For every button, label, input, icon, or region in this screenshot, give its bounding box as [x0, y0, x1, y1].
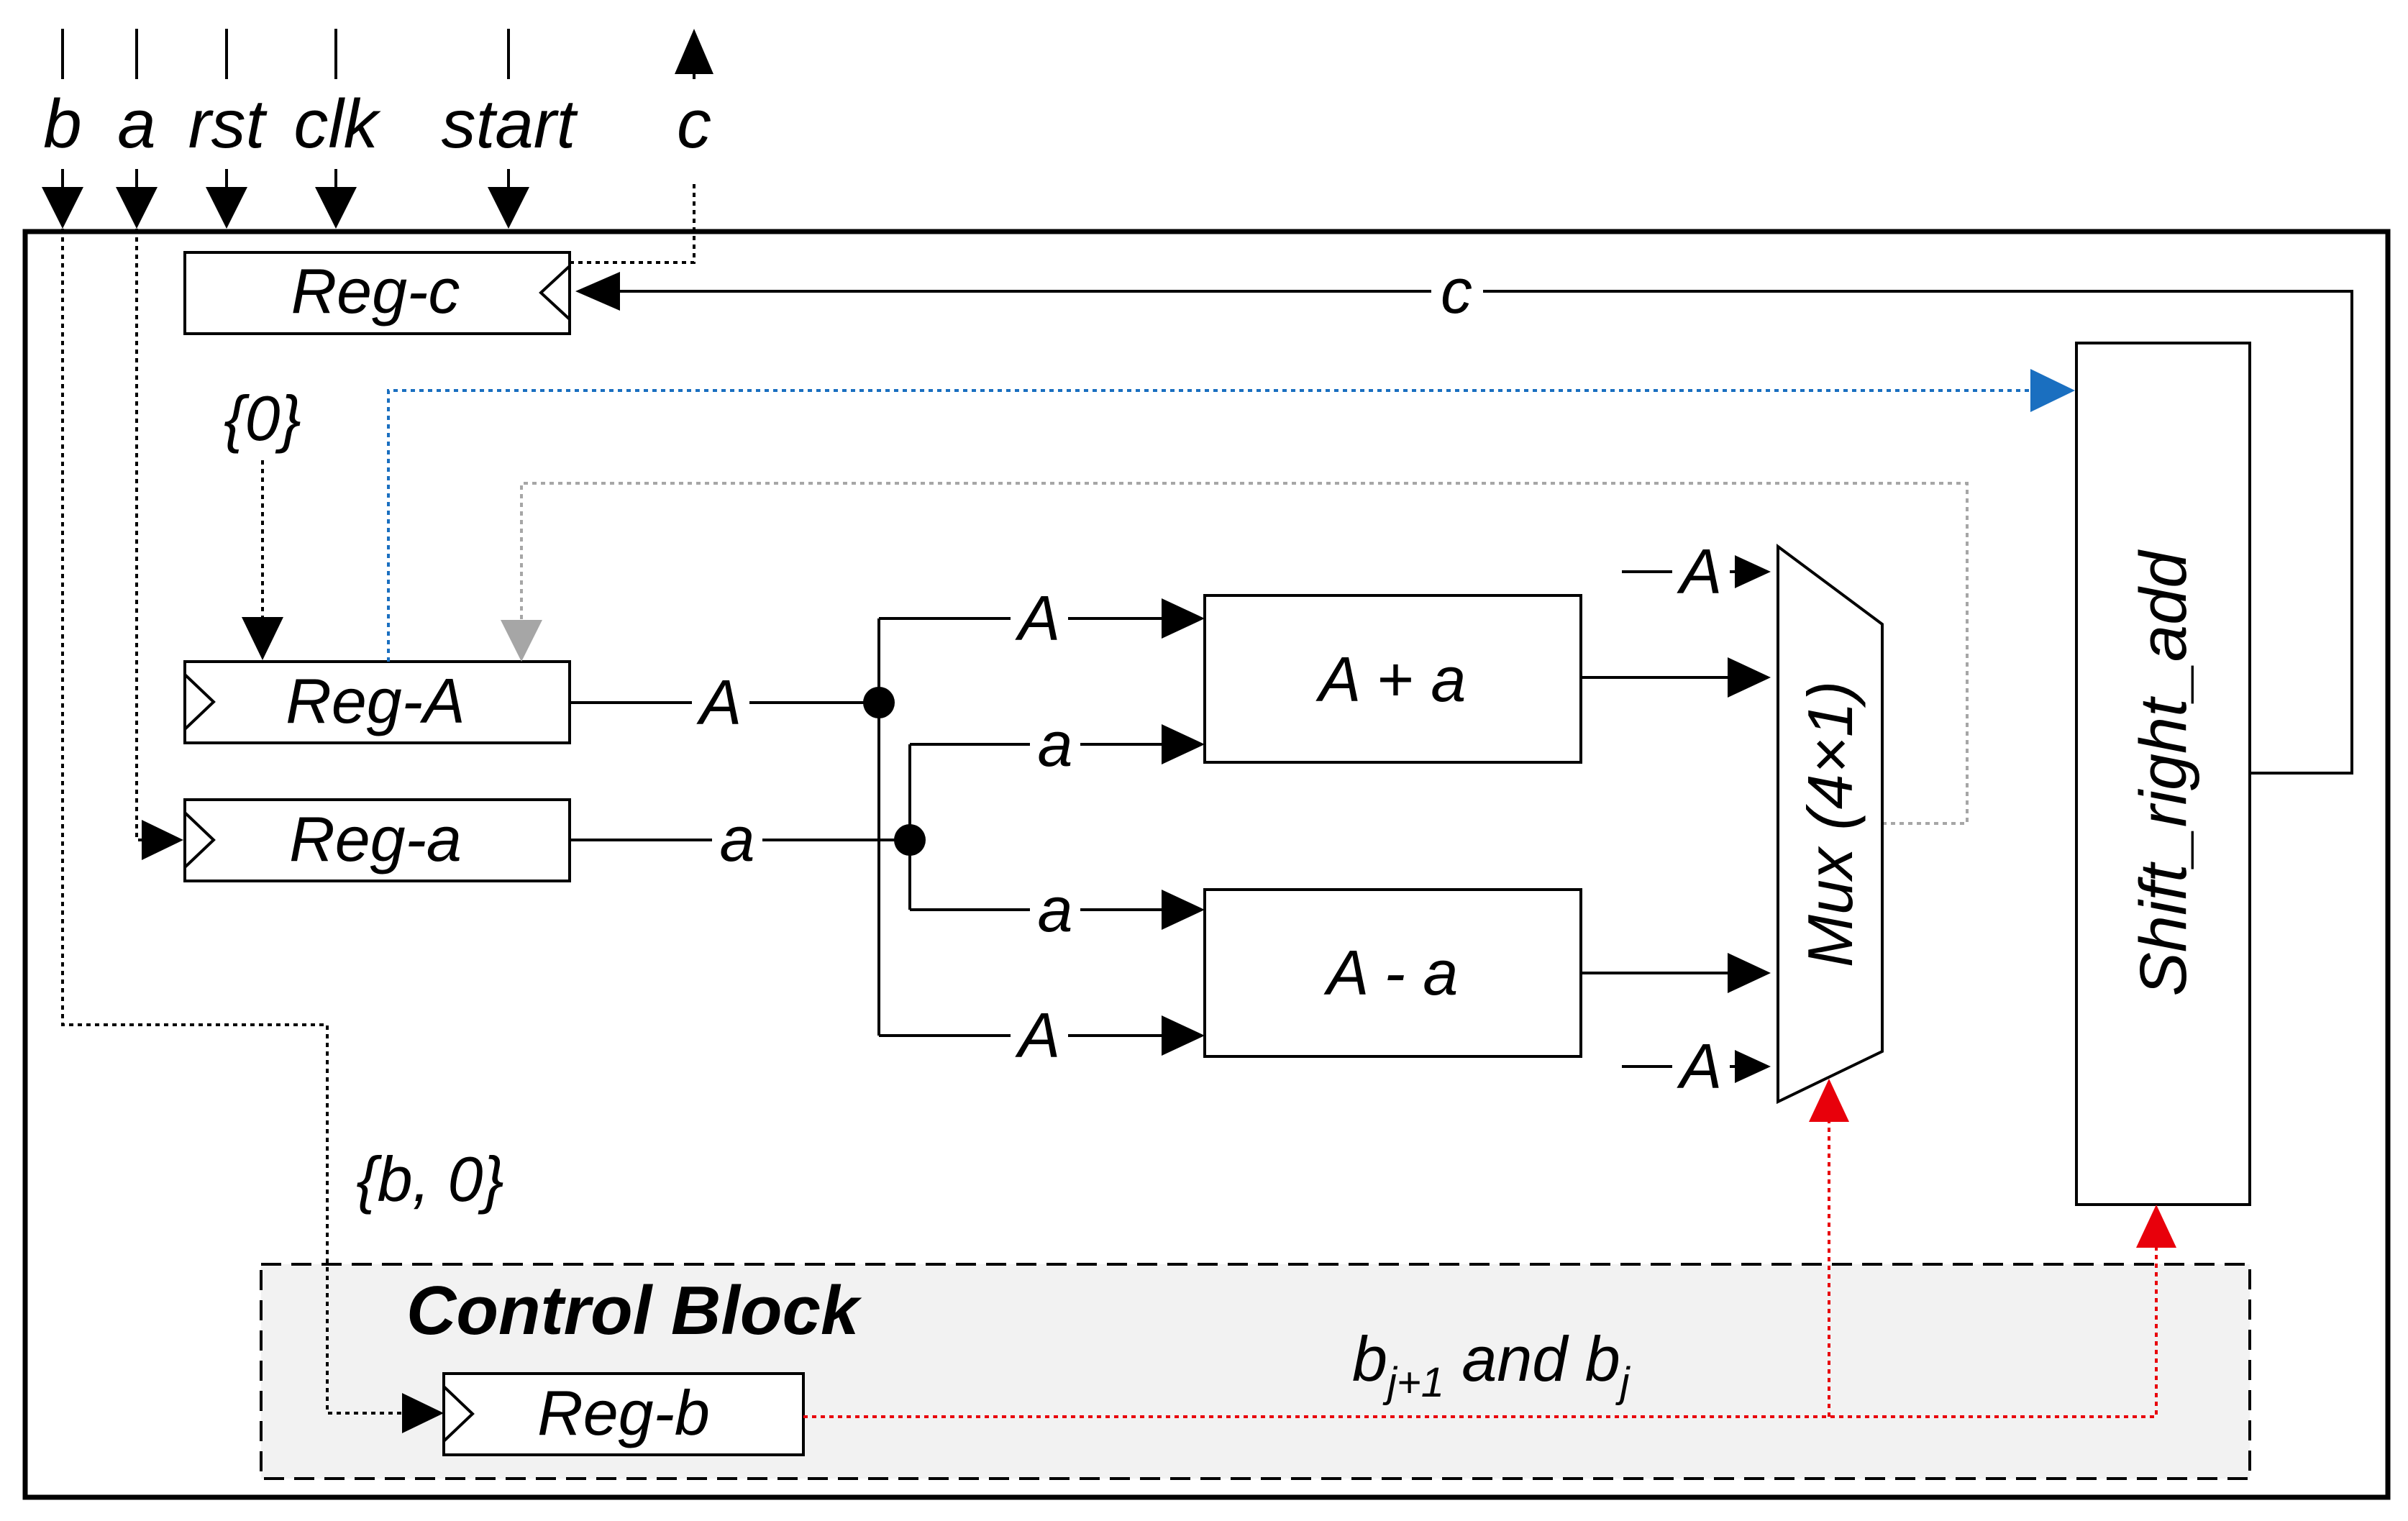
reg-b [442, 1372, 805, 1456]
A-to-sub-label: A [1015, 1000, 1061, 1071]
reg-A-label: Reg-A [286, 665, 465, 736]
mux-label: Mux (4×1) [1794, 681, 1866, 968]
subtractor-label: A - a [1323, 937, 1459, 1008]
sub-to-mux-arrowhead [1728, 953, 1771, 993]
mux-in-bottom-label: A [1677, 1031, 1723, 1102]
a-bus-label: a [720, 803, 755, 874]
a-input-arrowhead [142, 820, 183, 860]
control-signal-b1: b [1352, 1323, 1387, 1394]
c-wire-label-bg [1431, 266, 1483, 316]
reg-A-to-shift-arrowhead [2030, 369, 2075, 412]
b-zero-constant-label: {b, 0} [356, 1143, 504, 1215]
reg-A [183, 660, 571, 744]
c-feedback-arrowhead [575, 272, 620, 311]
reg-c [183, 251, 571, 335]
c-feedback-wire [619, 290, 2353, 775]
c-output-arrowhead [675, 29, 713, 74]
reg-c-label: Reg-c [291, 255, 460, 326]
A-to-adder-label: A [1015, 583, 1061, 654]
mux-feedback-wire [520, 482, 1969, 825]
reg-a-clock-icon [183, 811, 216, 869]
mux-in-top-arrowhead [1735, 555, 1771, 588]
input-rst-label: rst [188, 86, 268, 163]
control-signal-b2: b [1585, 1323, 1620, 1394]
adder-label: A + a [1315, 644, 1467, 715]
control-block-label: Control Block [406, 1272, 862, 1349]
a-to-adder-label: a [1038, 708, 1073, 780]
mux-block [1777, 544, 1884, 1105]
mux-feedback-arrowhead [501, 620, 542, 662]
c-wire-label: c [1441, 255, 1472, 326]
a-to-sub-label-bg [1030, 881, 1080, 938]
a-to-adder-arrowhead [1162, 724, 1205, 764]
reg-c-clock-icon [539, 265, 571, 321]
b-input-wire [61, 229, 403, 1415]
input-arrows [42, 169, 529, 229]
A-to-adder-arrowhead [1162, 598, 1205, 639]
control-to-shift-arrowhead [2136, 1205, 2176, 1248]
control-to-mux-arrowhead [1809, 1079, 1849, 1122]
zero-arrowhead [242, 617, 283, 660]
a-input-wire [135, 229, 144, 841]
output-c-label: c [677, 86, 711, 163]
outer-module-box [22, 229, 2391, 1500]
mux-in-top-label-bg [1672, 539, 1730, 600]
a-to-adder-label-bg [1030, 716, 1080, 773]
mux-in-bottom-label-bg [1672, 1034, 1730, 1095]
input-start-label: start [442, 86, 578, 163]
adder-to-mux-arrowhead [1728, 657, 1771, 698]
control-signal-sub1: j+1 [1382, 1359, 1444, 1406]
zero-constant-label: {0} [224, 383, 301, 454]
b-input-arrowhead [402, 1393, 444, 1433]
control-signal-and: and [1444, 1323, 1585, 1394]
a-to-sub-label: a [1038, 874, 1073, 945]
A-bus-label: A [696, 667, 742, 738]
reg-A-clock-icon [183, 673, 216, 731]
A-to-sub-arrowhead [1162, 1015, 1205, 1056]
subtractor-block [1203, 888, 1582, 1058]
reg-b-clock-icon [442, 1385, 475, 1443]
control-signal-label: bj+1 and bj [1352, 1323, 1631, 1406]
A-bus-label-bg [692, 669, 749, 734]
a-bus-label-bg [712, 809, 762, 867]
input-b-label: b [43, 86, 81, 163]
c-output-wire [570, 180, 696, 264]
a-to-sub-arrowhead [1162, 890, 1205, 930]
adder-block [1203, 594, 1582, 764]
shift-right-add-block [2075, 342, 2251, 1206]
input-clk-label: clk [293, 86, 381, 163]
control-signal-wire [803, 1248, 2158, 1418]
A-to-adder-label-bg [1011, 586, 1068, 647]
mux-in-bottom-arrowhead [1735, 1050, 1771, 1083]
mux-in-top-label: A [1677, 536, 1723, 607]
reg-A-to-shift-wire [387, 389, 2035, 662]
reg-a-label: Reg-a [289, 803, 462, 874]
A-to-sub-label-bg [1011, 1003, 1068, 1064]
input-a-label: a [117, 86, 155, 163]
shift-right-add-label: Shift_right_add [2127, 549, 2200, 997]
input-pins [61, 29, 510, 79]
reg-b-label: Reg-b [537, 1377, 710, 1448]
